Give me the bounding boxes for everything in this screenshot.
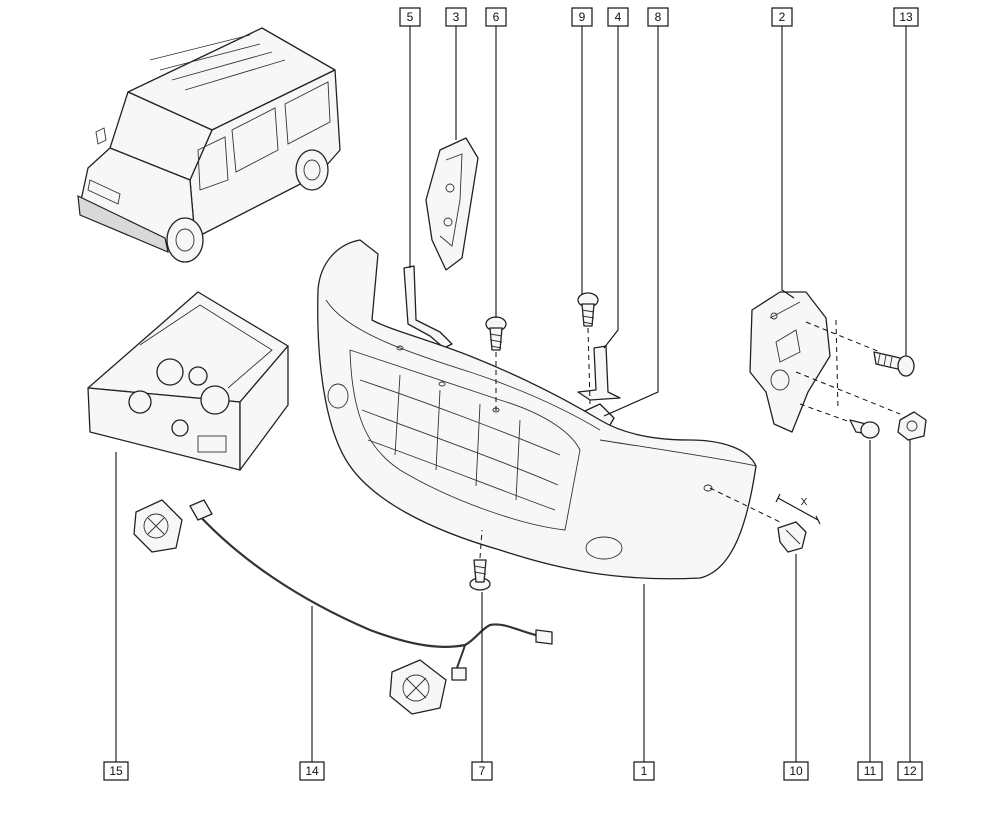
callout-5: 5: [399, 7, 421, 27]
callout-7: 7: [471, 761, 493, 781]
front-bumper-1: [317, 239, 757, 580]
fog-lamp-kit-box: [87, 291, 289, 471]
callout-11: 11: [857, 761, 883, 781]
screw-9: [577, 292, 599, 327]
callout-8-label: 8: [655, 10, 662, 24]
bumper-side-bracket-3: [425, 137, 479, 271]
callout-15-label: 15: [109, 764, 123, 778]
callout-12: 12: [897, 761, 923, 781]
dimension-x: X: [775, 493, 821, 525]
callout-9: 9: [571, 7, 593, 27]
clip-nut-12: [897, 411, 927, 441]
callout-14: 14: [299, 761, 325, 781]
callout-2-label: 2: [779, 10, 786, 24]
bumper-support-strip-5: [403, 265, 453, 349]
callout-3: 3: [445, 7, 467, 27]
callout-12-label: 12: [903, 764, 917, 778]
callout-3-label: 3: [453, 10, 460, 24]
callout-1: 1: [633, 761, 655, 781]
callout-15: 15: [103, 761, 129, 781]
screw-6: [485, 316, 507, 351]
callout-13: 13: [893, 7, 919, 27]
screw-7: [469, 559, 491, 591]
van-illustration: [77, 27, 341, 263]
dimension-x-label: X: [801, 497, 808, 508]
callout-6-label: 6: [493, 10, 500, 24]
callout-10-label: 10: [789, 764, 803, 778]
callout-6: 6: [485, 7, 507, 27]
callout-5-label: 5: [407, 10, 414, 24]
callout-11-label: 11: [864, 764, 877, 778]
rivet-10: [777, 521, 807, 553]
bolt-13: [873, 351, 915, 377]
callout-7-label: 7: [479, 764, 486, 778]
fog-lamp-left: [133, 499, 183, 553]
callout-2: 2: [771, 7, 793, 27]
bracket-clip-4: [577, 345, 621, 401]
callout-1-label: 1: [641, 764, 648, 778]
callout-13-label: 13: [899, 10, 913, 24]
fog-lamp-right: [389, 659, 447, 715]
bolt-11: [849, 419, 880, 439]
bumper-side-mount-2: [749, 291, 831, 433]
alignment-lines: [479, 319, 901, 559]
callout-14-label: 14: [305, 764, 319, 778]
callout-4-label: 4: [615, 10, 622, 24]
wiring-harness: [189, 499, 553, 681]
callout-8: 8: [647, 7, 669, 27]
callout-4: 4: [607, 7, 629, 27]
callout-9-label: 9: [579, 10, 586, 24]
callout-10: 10: [783, 761, 809, 781]
leader-lines: [115, 26, 911, 762]
